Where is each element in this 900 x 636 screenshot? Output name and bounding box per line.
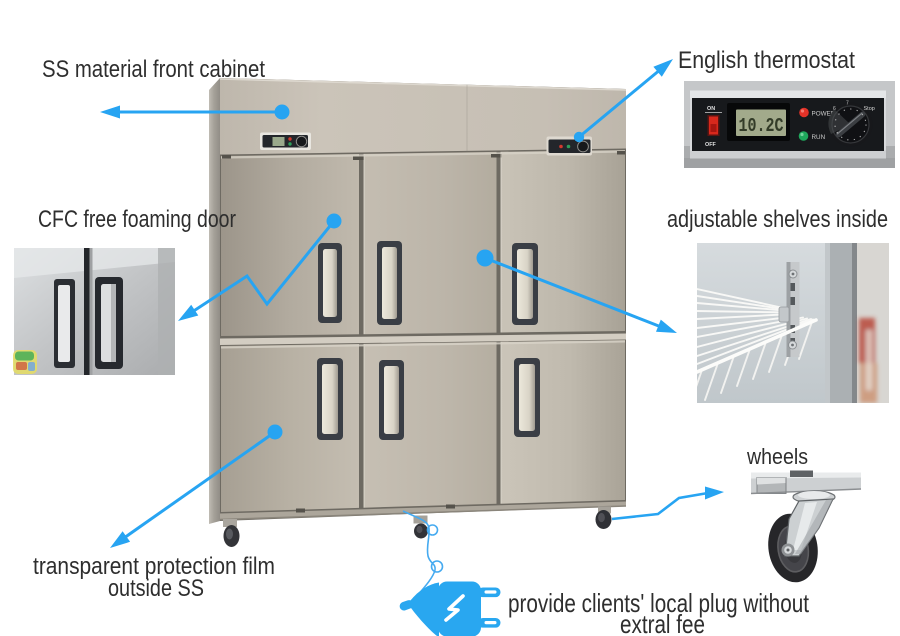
svg-text:SS material front cabinet: SS material front cabinet [42, 56, 265, 83]
svg-text:RUN: RUN [812, 134, 826, 141]
svg-text:6: 6 [833, 106, 836, 112]
svg-text:wheels: wheels [746, 444, 808, 469]
svg-text:10.2C: 10.2C [739, 115, 784, 137]
svg-text:extral fee: extral fee [620, 609, 705, 636]
svg-text:CFC free foaming door: CFC free foaming door [38, 206, 236, 233]
svg-text:English thermostat: English thermostat [678, 47, 855, 74]
svg-text:OFF: OFF [705, 142, 716, 148]
svg-text:POWER: POWER [812, 111, 836, 118]
svg-text:transparent protection film: transparent protection film [33, 553, 275, 580]
svg-text:adjustable shelves inside: adjustable shelves inside [667, 206, 888, 233]
svg-text:7: 7 [846, 101, 849, 107]
svg-text:ON: ON [707, 106, 715, 112]
svg-text:Stop: Stop [864, 106, 875, 112]
svg-text:provide clients' local plug wi: provide clients' local plug without [508, 588, 810, 618]
svg-text:outside SS: outside SS [108, 575, 204, 602]
